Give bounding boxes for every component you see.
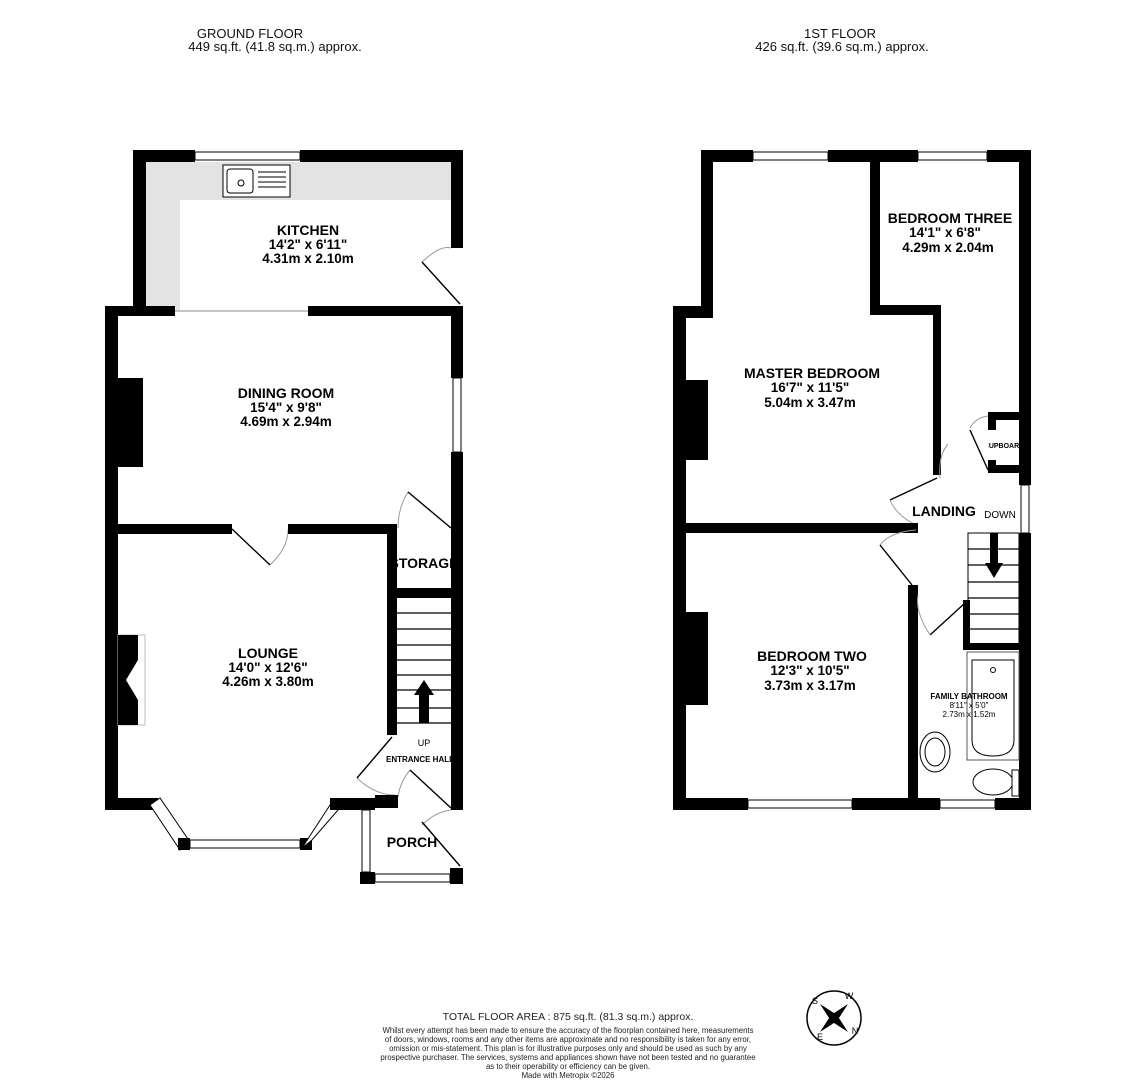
svg-text:16'7" x 11'5": 16'7" x 11'5" bbox=[771, 380, 850, 395]
disclaimer: Whilst every attempt has been made to en… bbox=[380, 1026, 755, 1071]
svg-text:2.73m x 1.52m: 2.73m x 1.52m bbox=[943, 710, 996, 719]
compass-icon: S W N E bbox=[806, 990, 862, 1046]
svg-text:Whilst every attempt has been: Whilst every attempt has been made to en… bbox=[383, 1026, 754, 1035]
svg-text:prospective purchaser. The ser: prospective purchaser. The services, sys… bbox=[380, 1053, 755, 1062]
svg-text:KITCHEN: KITCHEN bbox=[277, 222, 339, 238]
svg-text:W: W bbox=[845, 991, 854, 1001]
svg-text:15'4" x 9'8": 15'4" x 9'8" bbox=[250, 400, 322, 415]
svg-text:4.26m x 3.80m: 4.26m x 3.80m bbox=[222, 674, 314, 689]
toilet bbox=[972, 768, 1020, 797]
svg-text:4.29m x 2.04m: 4.29m x 2.04m bbox=[902, 240, 994, 255]
chimney-breast bbox=[686, 380, 708, 460]
svg-text:4.31m x 2.10m: 4.31m x 2.10m bbox=[262, 251, 354, 266]
bedroom-two-label: BEDROOM TWO 12'3" x 10'5" 3.73m x 3.17m bbox=[757, 648, 867, 693]
up-label: UP bbox=[418, 738, 431, 748]
first-floor-plan: CUPBOARD LANDING DOWN bbox=[673, 150, 1031, 810]
first-floor-area: 426 sq.ft. (39.6 sq.m.) approx. bbox=[755, 39, 928, 54]
bath bbox=[966, 651, 1020, 761]
chimney-breast bbox=[686, 612, 708, 705]
storage-label: STORAGE bbox=[390, 555, 459, 571]
svg-text:MASTER BEDROOM: MASTER BEDROOM bbox=[744, 365, 880, 381]
landing-label: LANDING bbox=[912, 503, 976, 519]
svg-text:FAMILY BATHROOM: FAMILY BATHROOM bbox=[930, 692, 1008, 701]
total-floor-area: TOTAL FLOOR AREA : 875 sq.ft. (81.3 sq.m… bbox=[443, 1011, 694, 1023]
svg-text:of doors, windows, rooms and a: of doors, windows, rooms and any other i… bbox=[385, 1035, 751, 1044]
chimney-breast bbox=[118, 378, 143, 467]
kitchen-label: KITCHEN 14'2" x 6'11" 4.31m x 2.10m bbox=[262, 222, 354, 266]
svg-text:BEDROOM THREE: BEDROOM THREE bbox=[888, 210, 1012, 226]
stairs-up-arrow-icon bbox=[414, 680, 434, 723]
svg-text:as to their operability or eff: as to their operability or efficiency ca… bbox=[486, 1062, 650, 1071]
svg-text:5.04m x 3.47m: 5.04m x 3.47m bbox=[764, 395, 856, 410]
svg-text:3.73m x 3.17m: 3.73m x 3.17m bbox=[764, 678, 856, 693]
svg-text:12'3" x 10'5": 12'3" x 10'5" bbox=[770, 663, 849, 678]
svg-text:4.69m x 2.94m: 4.69m x 2.94m bbox=[240, 414, 332, 429]
basin bbox=[919, 731, 951, 773]
family-bathroom-label: FAMILY BATHROOM 8'11" x 5'0" 2.73m x 1.5… bbox=[930, 692, 1008, 719]
sink-icon bbox=[222, 164, 291, 198]
staircase bbox=[397, 612, 451, 724]
fireplace bbox=[117, 634, 146, 726]
ground-floor-plan: STORAGE UP ENTRANCE HALL PORCH KITCHEN 1… bbox=[105, 150, 463, 884]
svg-text:DINING ROOM: DINING ROOM bbox=[238, 385, 334, 401]
entrance-hall-label: ENTRANCE HALL bbox=[386, 755, 454, 764]
cupboard-label: CUPBOARD bbox=[984, 443, 1024, 450]
master-bedroom-label: MASTER BEDROOM 16'7" x 11'5" 5.04m x 3.4… bbox=[744, 365, 880, 410]
svg-text:8'11" x 5'0": 8'11" x 5'0" bbox=[950, 701, 989, 710]
svg-text:BEDROOM TWO: BEDROOM TWO bbox=[757, 648, 867, 664]
credit: Made with Metropix ©2026 bbox=[522, 1071, 615, 1080]
svg-text:14'2" x 6'11": 14'2" x 6'11" bbox=[269, 237, 348, 252]
porch-label: PORCH bbox=[387, 834, 438, 850]
svg-text:E: E bbox=[817, 1032, 823, 1042]
bedroom-three-label: BEDROOM THREE 14'1" x 6'8" 4.29m x 2.04m bbox=[888, 210, 1012, 255]
dining-room-label: DINING ROOM 15'4" x 9'8" 4.69m x 2.94m bbox=[238, 385, 334, 429]
down-label: DOWN bbox=[984, 510, 1016, 521]
stairs-down-arrow-icon bbox=[985, 533, 1003, 578]
svg-text:14'1" x 6'8": 14'1" x 6'8" bbox=[909, 225, 981, 240]
kitchen-worktop bbox=[146, 162, 451, 310]
bay-window bbox=[149, 797, 339, 851]
lounge-label: LOUNGE 14'0" x 12'6" 4.26m x 3.80m bbox=[222, 645, 314, 689]
ground-floor-area: 449 sq.ft. (41.8 sq.m.) approx. bbox=[188, 39, 361, 54]
svg-text:omission or mis-statement. Thi: omission or mis-statement. This plan is … bbox=[389, 1044, 747, 1053]
svg-text:N: N bbox=[852, 1026, 859, 1036]
svg-text:LOUNGE: LOUNGE bbox=[238, 645, 298, 661]
ground-floor-title: GROUND FLOOR bbox=[197, 26, 303, 41]
svg-text:14'0" x 12'6": 14'0" x 12'6" bbox=[228, 660, 307, 675]
svg-text:S: S bbox=[812, 996, 818, 1006]
staircase bbox=[963, 532, 1020, 650]
first-floor-title: 1ST FLOOR bbox=[804, 26, 876, 41]
